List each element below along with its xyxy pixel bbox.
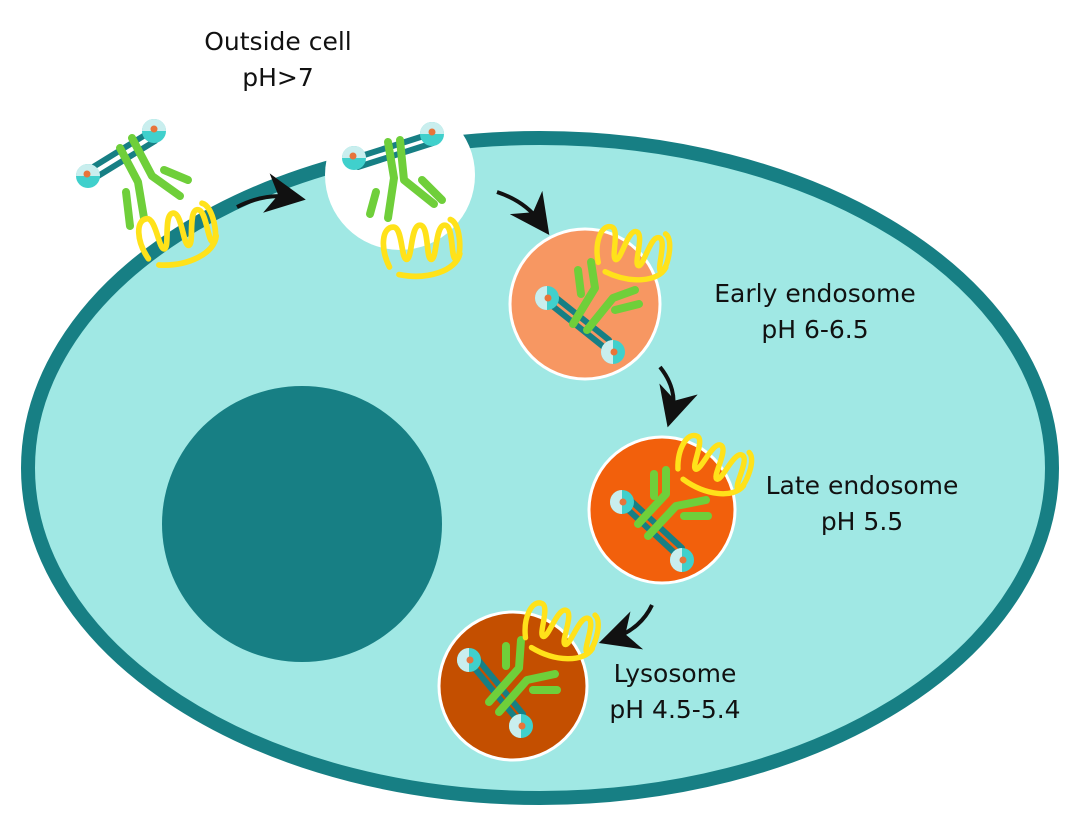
antigen-sphere-right [601,340,625,364]
arrow-vesicle-to-early [496,190,550,236]
arrow-outside-to-vesicle [236,173,306,213]
late-endosome [587,435,737,585]
arrow-late-to-lysosome [598,604,654,650]
antigen-sphere-left [76,164,100,188]
antibody-complex [76,119,192,230]
label-early-ph: pH 6-6.5 [761,315,869,344]
label-late-endosome: Late endosome pH 5.5 [744,468,980,540]
antibody [116,134,192,230]
antigen-sphere-left [535,286,559,310]
label-lysosome-title: Lysosome [613,659,737,688]
antibody [569,258,643,334]
label-outside-ph: pH>7 [242,63,314,92]
antigen-sphere-right [420,122,444,146]
antigen-sphere-left [342,146,366,170]
nucleus [162,386,442,662]
vesicle-complex [342,122,460,276]
late-endosome-complex [610,426,757,572]
antigen-sphere-right [142,119,166,143]
label-lysosome: Lysosome pH 4.5-5.4 [600,656,750,728]
antigen-sphere-left [457,648,481,672]
label-early-title: Early endosome [714,279,916,308]
label-outside-cell: Outside cell pH>7 [168,24,388,96]
antibody [634,466,712,540]
outside-complex [76,119,219,269]
label-early-endosome: Early endosome pH 6-6.5 [680,276,950,348]
antibody [366,136,446,222]
lysosome-complex [457,593,603,738]
antigen-sphere-left [610,490,634,514]
label-outside-title: Outside cell [204,27,352,56]
early-endosome-complex [535,217,674,364]
label-late-title: Late endosome [765,471,959,500]
arrow-early-to-late [658,365,698,428]
antibody [485,636,561,716]
label-late-ph: pH 5.5 [820,507,904,536]
antigen-sphere-right [670,548,694,572]
label-lysosome-ph: pH 4.5-5.4 [609,695,741,724]
antigen-sphere-right [509,714,533,738]
lysosome [437,610,589,762]
